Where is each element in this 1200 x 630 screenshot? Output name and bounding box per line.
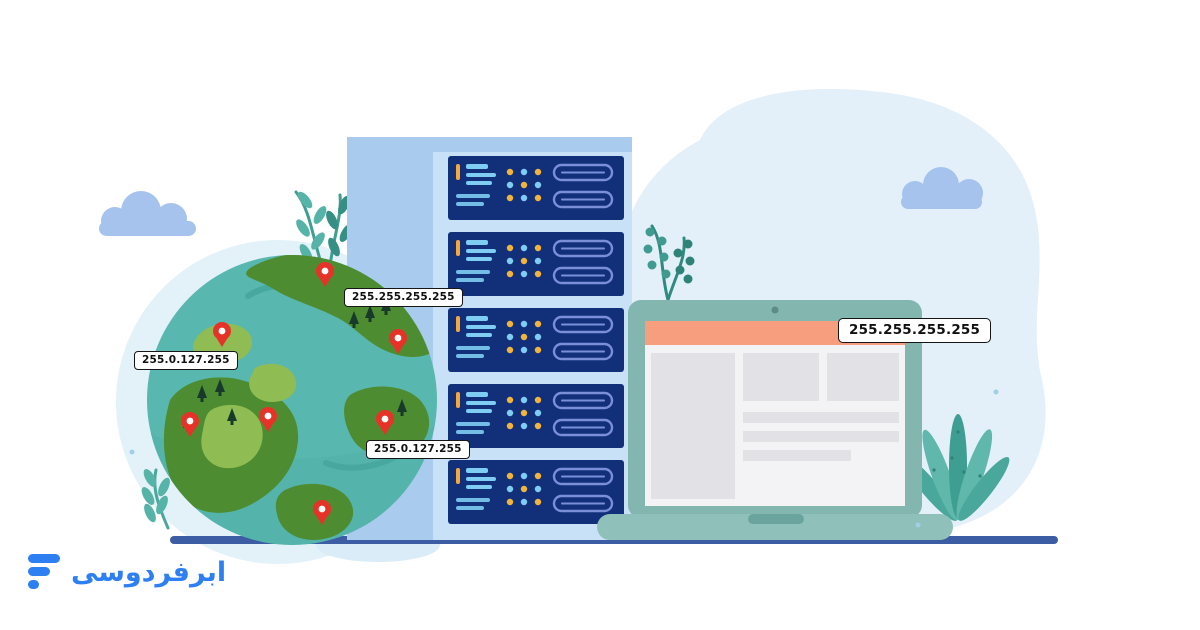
brand-text: ابرفردوسی: [71, 556, 227, 588]
server-unit: [446, 382, 626, 450]
server-unit: [446, 306, 626, 374]
ip-label-globe-bottom-right: 255.0.127.255: [366, 440, 470, 460]
plant-icon-laptop: [643, 224, 695, 302]
laptop: [597, 300, 953, 540]
laptop-panel-card: [743, 353, 819, 401]
decor-dots: [129, 389, 999, 528]
server-unit: [446, 458, 626, 526]
laptop-text-bar: [743, 412, 899, 423]
plant-icon-server: [294, 190, 353, 268]
webcam-dot-icon: [771, 306, 779, 314]
server-unit: [446, 230, 626, 298]
ip-label-globe-top: 255.255.255.255: [344, 288, 463, 308]
ip-label-globe-left: 255.0.127.255: [134, 351, 238, 371]
brand-logo: ابرفردوسی: [28, 551, 226, 593]
server-unit: [446, 154, 626, 222]
laptop-panel-sidebar: [651, 353, 735, 499]
plant-icon-right: [901, 414, 1010, 521]
laptop-base: [597, 514, 953, 540]
plant-icon-globe-left: [141, 468, 170, 530]
server-rack: [347, 137, 632, 540]
logo-bars-icon: [28, 554, 60, 589]
laptop-base-notch: [748, 514, 804, 524]
laptop-panel-card: [827, 353, 899, 401]
cloud-icon-right: [901, 167, 983, 209]
laptop-text-bar: [743, 431, 899, 442]
landmass: [201, 404, 263, 469]
laptop-text-bar: [743, 450, 851, 461]
ip-label-laptop: 255.255.255.255: [838, 318, 992, 343]
landmass: [249, 363, 297, 402]
cloud-icon-left: [99, 191, 196, 236]
